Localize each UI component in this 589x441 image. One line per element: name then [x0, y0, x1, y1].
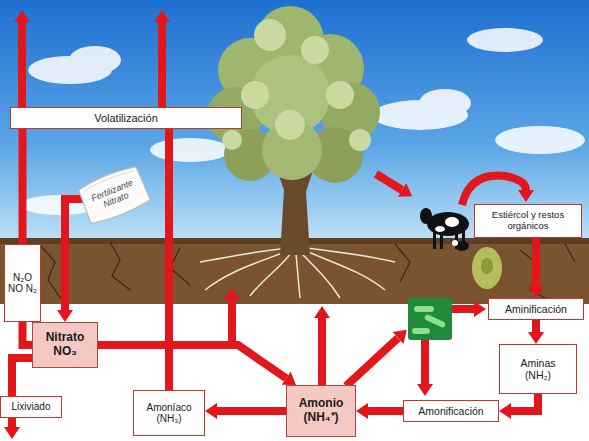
calf-patch: [452, 240, 458, 246]
foliage: [275, 110, 305, 140]
cloud: [467, 28, 543, 52]
cloud: [419, 89, 471, 117]
cow-head: [420, 208, 432, 224]
foliage: [222, 130, 242, 150]
bacterium: [412, 328, 430, 334]
bacteria: [408, 298, 452, 340]
bag-outline: [76, 164, 151, 227]
root: [306, 248, 395, 262]
root: [250, 252, 292, 296]
foliage: [349, 129, 371, 151]
compound-box: Aminas(NH₂): [499, 344, 577, 394]
cow-patch: [445, 217, 459, 227]
flow-connector: [12, 358, 32, 396]
microbe: [472, 247, 502, 289]
node-text: Estiércol y restos orgánicos: [478, 210, 578, 232]
flow-connector: [23, 322, 33, 345]
root: [304, 250, 385, 290]
process-label-box: Aminificación: [488, 298, 584, 320]
flow-arrow: [462, 176, 526, 205]
node-text: (NH₃): [156, 413, 181, 425]
cloud: [495, 126, 585, 154]
process-label-box: Volatilización: [10, 107, 242, 129]
node-text: Aminificación: [505, 303, 567, 315]
source-box: Estiércol y restos orgánicos: [474, 204, 582, 238]
flow-connector: [511, 394, 538, 411]
node-text: Aminas: [520, 357, 555, 369]
node-text: NO₃: [53, 345, 77, 359]
crack: [110, 242, 130, 290]
flow-arrow: [158, 22, 166, 108]
node-text: Amoníaco: [146, 402, 191, 414]
node-text: Nitrato: [46, 331, 85, 345]
flow-connector: [532, 320, 540, 332]
node-text: Volatilización: [94, 112, 158, 125]
node-text: N₂O NO N₂: [8, 272, 37, 295]
node-text: Lixiviado: [12, 401, 51, 413]
tree-crown: [207, 6, 380, 183]
process-label-box: Lixiviado: [0, 396, 62, 418]
roots: [200, 248, 395, 298]
cow-leg: [433, 232, 436, 249]
compound-box: Amoníaco(NH₃): [133, 390, 205, 436]
bacteria-square: [408, 298, 452, 340]
cloud: [69, 46, 121, 74]
gas-box: N₂O NO N₂: [4, 244, 41, 322]
cloud: [150, 138, 230, 162]
node-text: Amonificación: [418, 405, 483, 417]
flow-arrow: [452, 305, 474, 313]
root: [296, 254, 300, 298]
root: [200, 248, 288, 262]
flow-connector: [98, 345, 286, 378]
flow-arrow: [346, 338, 398, 386]
node-text: (NH₄⁺): [303, 411, 338, 425]
flow-arrow: [421, 340, 429, 384]
cow-leg: [440, 232, 443, 249]
foliage: [241, 81, 269, 109]
microbe-core: [481, 258, 493, 274]
flow-connector: [368, 407, 403, 415]
flow-arrow: [318, 318, 326, 386]
compound-box: NitratoNO₃: [32, 322, 98, 368]
flow-arrow: [228, 300, 236, 345]
flow-arrow: [376, 174, 402, 190]
root: [205, 250, 290, 290]
compound-box: Amonio(NH₄⁺): [286, 385, 356, 437]
flow-arrow: [18, 22, 26, 108]
flow-arrows: [12, 22, 526, 427]
microbe-cell: [472, 247, 502, 289]
flow-connector: [165, 129, 173, 390]
bacterium: [414, 306, 434, 312]
flow-connector: [532, 238, 540, 286]
foliage: [301, 36, 329, 64]
foliage: [326, 81, 354, 109]
flow-arrow: [8, 418, 16, 427]
node-text: (NH₂): [525, 369, 551, 381]
process-label-box: Amonificación: [403, 400, 499, 422]
cow: [420, 208, 469, 251]
node-text: Amonio: [299, 397, 344, 411]
root: [300, 252, 340, 298]
crack: [395, 244, 410, 282]
crack: [40, 245, 62, 300]
cow-patch: [435, 226, 445, 232]
flow-connector: [217, 407, 286, 415]
crack: [565, 244, 575, 262]
bacterium: [424, 314, 446, 329]
flow-connector: [19, 129, 27, 244]
foliage: [254, 19, 286, 51]
